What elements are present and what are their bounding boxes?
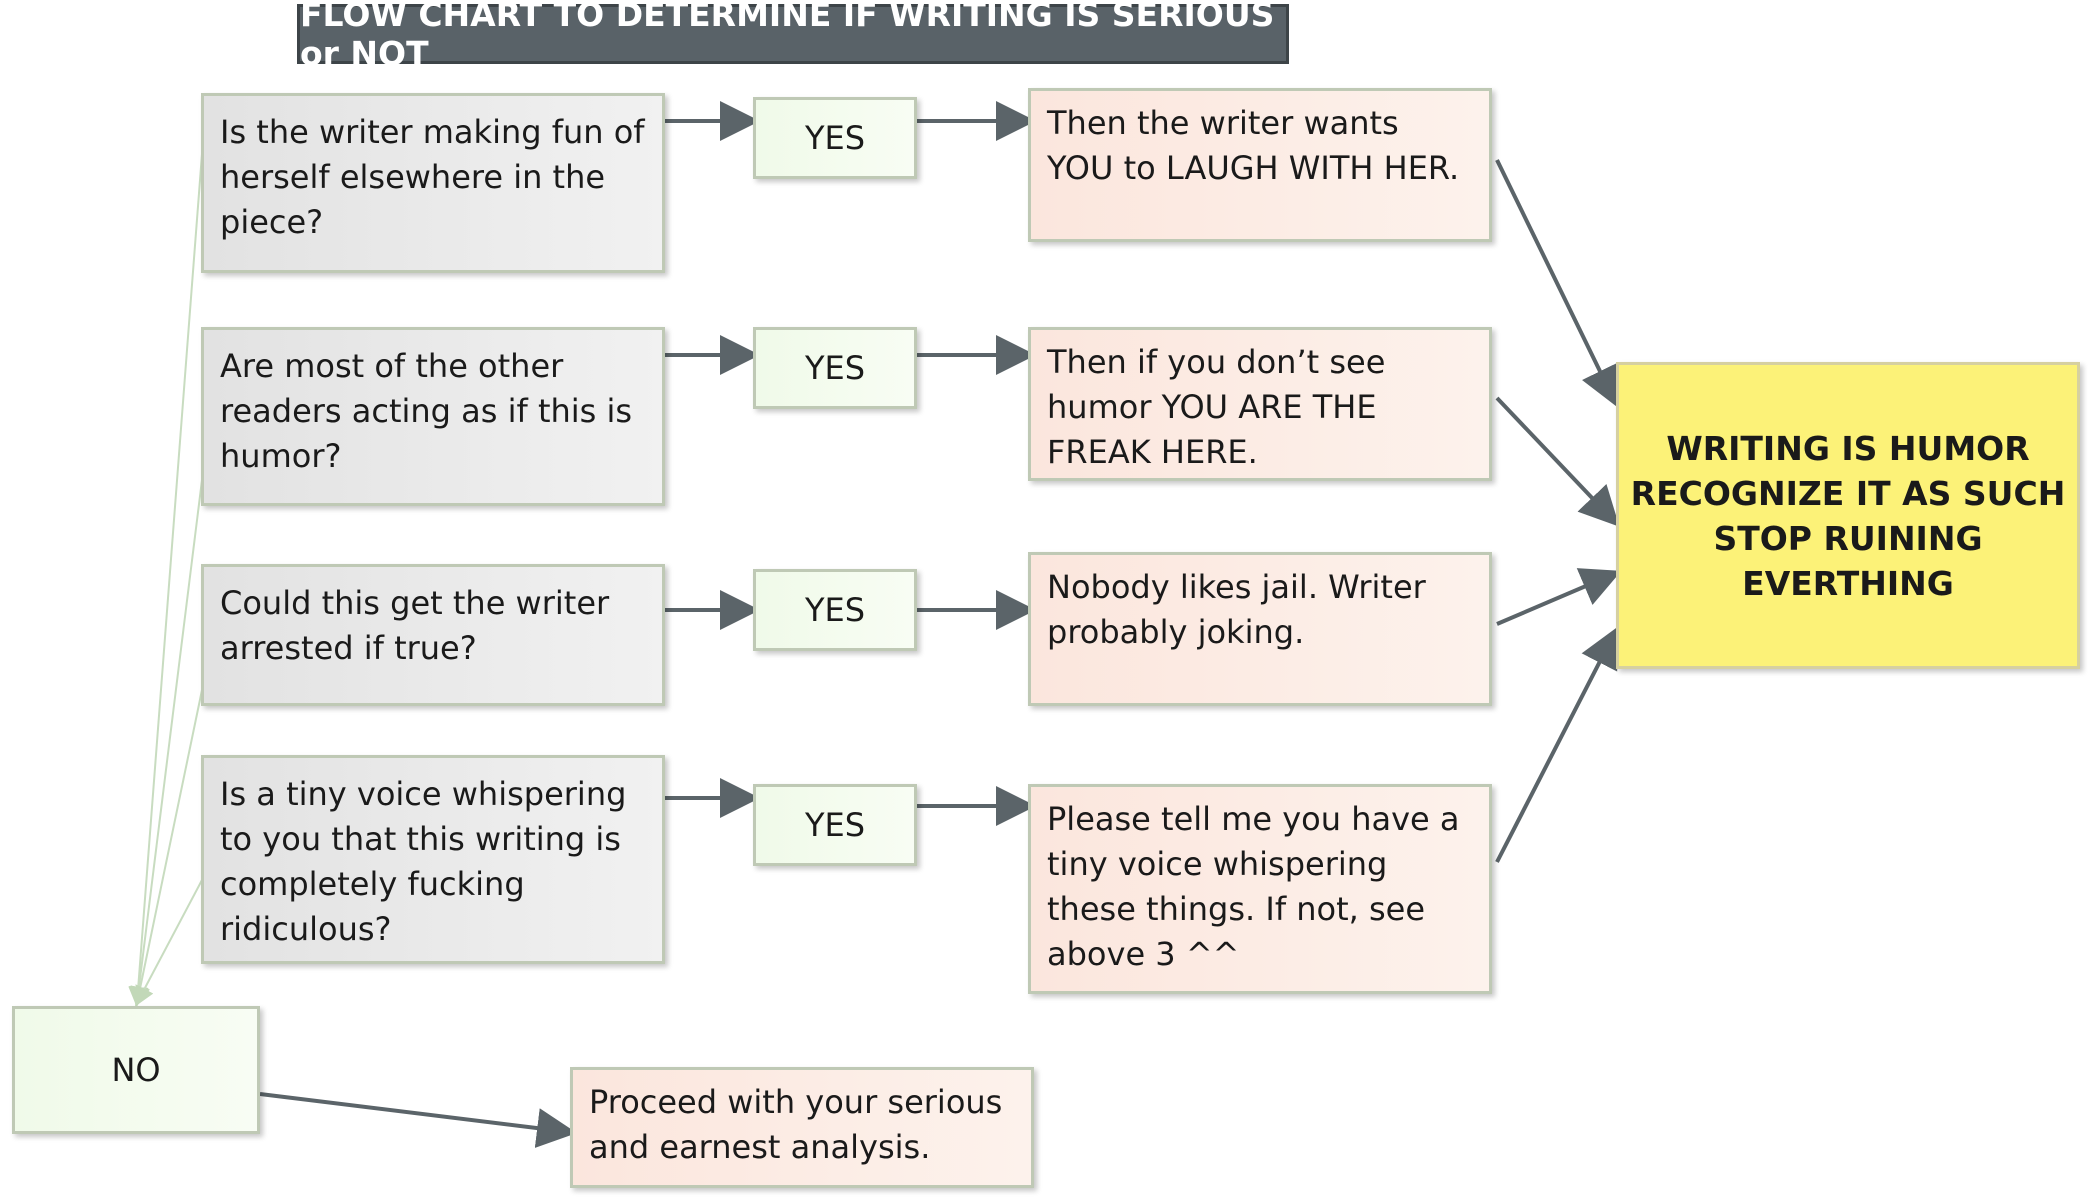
question-1: Is the writer making fun of herself else…	[201, 93, 665, 273]
no-box: NO	[12, 1006, 260, 1134]
yes-box-2: YES	[753, 327, 917, 409]
result-3: Nobody likes jail. Writer probably jokin…	[1028, 552, 1492, 706]
arrow-no-result	[259, 1092, 577, 1148]
arrow-q2-no	[129, 479, 203, 1007]
arrow-result1-conclusion	[1495, 159, 1618, 408]
conclusion-line-2: RECOGNIZE IT AS SUCH	[1630, 473, 2066, 513]
arrow-result3-conclusion	[1496, 568, 1622, 626]
conclusion-line-3: STOP RUINING EVERTHING	[1713, 518, 1983, 603]
conclusion-box: WRITING IS HUMOR RECOGNIZE IT AS SUCH ST…	[1616, 362, 2080, 669]
arrow-q1-no	[128, 153, 203, 1007]
arrow-result2-conclusion	[1495, 396, 1620, 527]
conclusion-line-1: WRITING IS HUMOR	[1666, 428, 2030, 468]
arrow-result4-conclusion	[1495, 626, 1618, 863]
yes-box-1: YES	[753, 97, 917, 179]
yes-box-4: YES	[753, 784, 917, 866]
arrow-q4-no	[135, 879, 203, 1007]
result-2: Then if you don’t see humor YOU ARE THE …	[1028, 327, 1492, 481]
result-1: Then the writer wants YOU to LAUGH WITH …	[1028, 88, 1492, 242]
yes-box-3: YES	[753, 569, 917, 651]
result-4: Please tell me you have a tiny voice whi…	[1028, 784, 1492, 994]
arrow-q3-no	[130, 689, 203, 1007]
question-4: Is a tiny voice whispering to you that t…	[201, 755, 665, 964]
question-3: Could this get the writer arrested if tr…	[201, 564, 665, 706]
question-2: Are most of the other readers acting as …	[201, 327, 665, 506]
chart-title: FLOW CHART TO DETERMINE IF WRITING IS SE…	[297, 0, 1289, 73]
no-result: Proceed with your serious and earnest an…	[570, 1067, 1034, 1188]
